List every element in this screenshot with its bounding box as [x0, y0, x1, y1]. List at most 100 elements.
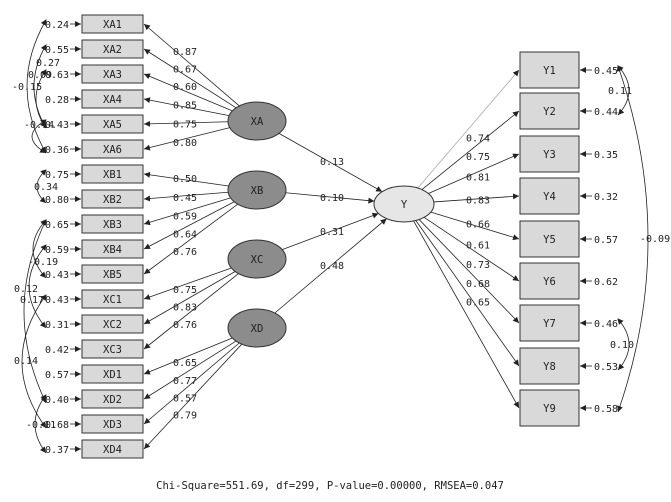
error-covariance-y7-y8: [617, 318, 630, 371]
indicator-box-xa3: [81, 64, 144, 84]
loading-arrow-xa5: [143, 120, 229, 127]
loading-value-xc3: 0.76: [173, 320, 197, 331]
error-value-xb1: 0.75: [45, 170, 69, 181]
latent-label-xb: XB: [251, 185, 264, 197]
loading-arrow-y3: [428, 153, 520, 194]
loading-value-y3: 0.81: [466, 173, 490, 184]
covariance-value-xb4-xc2: 0.17: [20, 295, 44, 306]
indicator-label-xa2: XA2: [103, 44, 122, 56]
loading-arrow-y4: [433, 193, 520, 203]
loading-arrow-xc1: [143, 267, 232, 300]
loading-value-xb5: 0.76: [173, 247, 197, 258]
loading-arrow-xd4: [143, 343, 243, 450]
indicator-label-y6: Y6: [543, 276, 556, 288]
loading-value-y2: 0.75: [466, 152, 490, 163]
indicator-label-y4: Y4: [543, 191, 556, 203]
error-value-xb3: 0.65: [45, 220, 69, 231]
loading-arrow-y7: [418, 219, 520, 324]
error-value-xb2: 0.80: [45, 195, 69, 206]
fit-statistics: Chi-Square=551.69, df=299, P-value=0.000…: [156, 480, 504, 492]
loading-value-y7: 0.73: [466, 260, 490, 271]
indicator-box-y8: [519, 347, 580, 385]
latent-y: [373, 185, 435, 223]
error-value-xc3: 0.42: [45, 345, 69, 356]
indicator-label-xd2: XD2: [103, 394, 122, 406]
error-value-y9: 0.58: [594, 404, 618, 415]
error-value-xc2: 0.31: [45, 320, 69, 331]
indicator-box-y3: [519, 135, 580, 173]
indicator-label-xc1: XC1: [103, 294, 122, 306]
structural-path-xd: [274, 218, 387, 314]
covariance-value-xb1-xb2: 0.34: [34, 182, 58, 193]
indicator-box-xd2: [81, 389, 144, 409]
loading-value-y1: 0.74: [466, 133, 490, 144]
error-value-y8: 0.53: [594, 362, 618, 373]
covariance-value-xd2-xd4: -0.11: [26, 420, 56, 431]
error-value-xb5: 0.43: [45, 270, 69, 281]
indicator-box-xb1: [81, 164, 144, 184]
indicator-box-xc2: [81, 314, 144, 334]
error-value-xd2: 0.40: [45, 395, 69, 406]
loading-value-y6: 0.61: [466, 241, 490, 252]
indicator-box-xc3: [81, 339, 144, 359]
loading-value-xa4: 0.85: [173, 101, 197, 112]
indicator-label-y2: Y2: [543, 106, 556, 118]
indicator-label-y3: Y3: [543, 149, 556, 161]
error-value-y7: 0.46: [594, 319, 618, 330]
covariance-value-xa1-xa6: -0.15: [12, 82, 42, 93]
indicator-label-xb4: XB4: [103, 244, 122, 256]
indicator-box-xb5: [81, 264, 144, 284]
covariance-value-y7-y8: 0.10: [610, 340, 634, 351]
error-value-xd1: 0.57: [45, 370, 69, 381]
loading-value-xd1: 0.65: [173, 358, 197, 369]
covariance-value-xb3-xb5: -0.19: [28, 257, 58, 268]
indicator-box-xb4: [81, 239, 144, 259]
error-covariance-y1-y9: [616, 65, 649, 413]
indicator-label-y9: Y9: [543, 403, 556, 415]
error-value-y4: 0.32: [594, 192, 618, 203]
covariance-value-xa3-xa5: 0.09: [28, 70, 52, 81]
error-covariance-xb1-xb2: [36, 169, 47, 204]
structural-path-xb: [285, 192, 375, 204]
loading-arrow-xa2: [143, 48, 237, 109]
loading-arrow-xa3: [143, 73, 233, 112]
loading-value-y8: 0.68: [466, 279, 490, 290]
error-covariance-xb4-xc2: [28, 244, 47, 329]
covariance-value-xb3-xd2: 0.12: [14, 284, 38, 295]
indicator-label-xb2: XB2: [103, 194, 122, 206]
latent-label-y: Y: [401, 199, 408, 211]
indicator-label-xc3: XC3: [103, 344, 122, 356]
indicator-box-y9: [519, 389, 580, 427]
covariance-value-xa2-xa5: 0.27: [36, 58, 60, 69]
indicator-label-xd4: XD4: [103, 444, 122, 456]
loading-value-xb4: 0.64: [173, 229, 197, 240]
error-covariance-xa5-xa6: [31, 119, 47, 154]
loading-arrow-y5: [430, 211, 520, 241]
loading-arrow-xd2: [143, 340, 237, 400]
loading-arrow-xa6: [143, 127, 230, 151]
loading-arrow-y2: [421, 110, 520, 190]
error-value-xd4: 0.37: [45, 445, 69, 456]
latent-label-xa: XA: [251, 116, 264, 128]
indicator-label-y7: Y7: [543, 318, 556, 330]
loading-arrow-xd1: [143, 337, 233, 375]
loading-arrow-xa4: [143, 97, 230, 117]
error-value-y6: 0.62: [594, 277, 618, 288]
error-value-xa3: 0.63: [45, 70, 69, 81]
structural-path-xc: [282, 212, 379, 250]
indicator-label-y1: Y1: [543, 65, 556, 77]
indicator-box-xb2: [81, 189, 144, 209]
covariance-value-xc1-xd3: 0.14: [14, 356, 38, 367]
loading-value-xa3: 0.60: [173, 82, 197, 93]
error-covariance-xb3-xd2: [23, 219, 47, 404]
error-value-xa5: 0.43: [45, 120, 69, 131]
indicator-label-y5: Y5: [543, 234, 556, 246]
indicator-box-y1: [519, 51, 580, 89]
indicator-box-xd1: [81, 364, 144, 384]
indicator-label-xa5: XA5: [103, 119, 122, 131]
indicator-box-xa2: [81, 39, 144, 59]
indicator-box-xa6: [81, 139, 144, 159]
loading-arrow-xc3: [143, 273, 239, 350]
indicator-label-xb1: XB1: [103, 169, 122, 181]
structural-coef-xb: 0.10: [320, 193, 344, 204]
